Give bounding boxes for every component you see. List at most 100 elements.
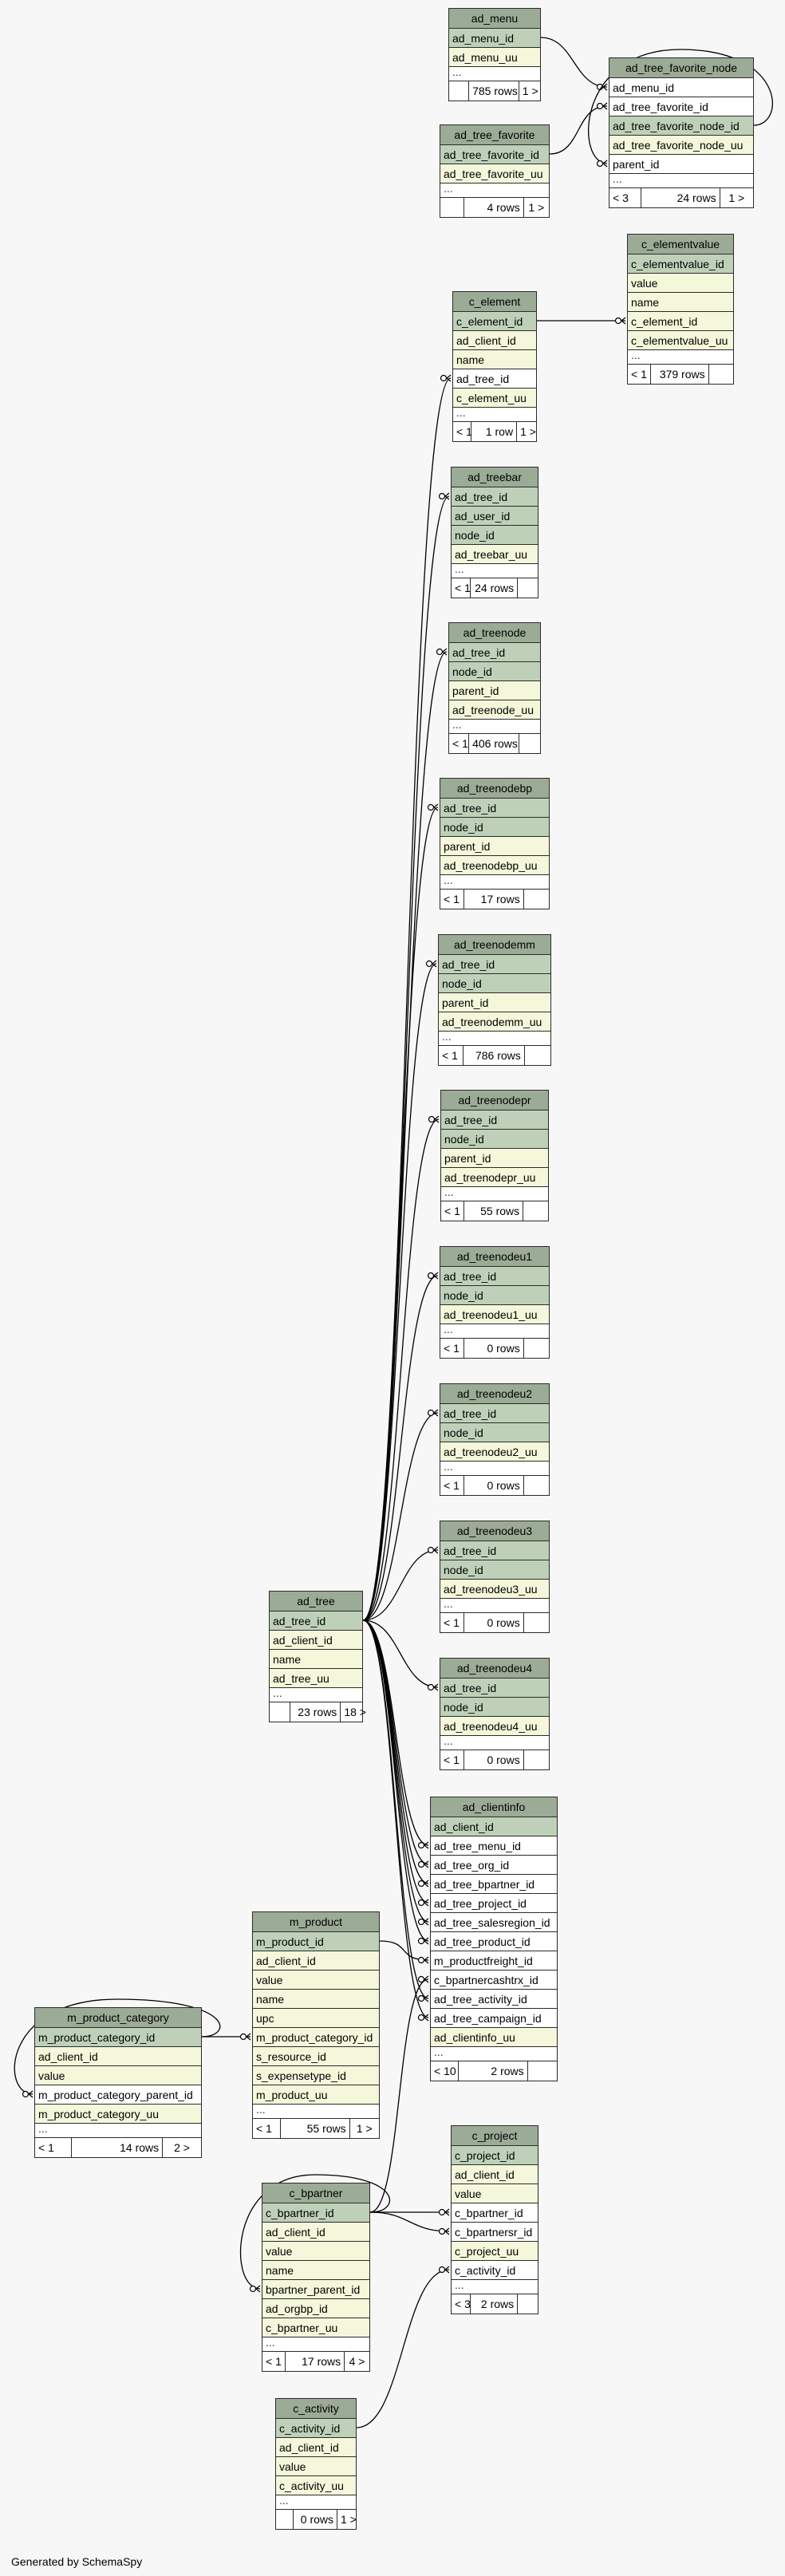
table-header[interactable]: ad_tree_favorite_node [609,58,753,78]
column-row[interactable]: value [253,1970,379,1990]
column-row[interactable]: ad_orgbp_id [262,2299,369,2318]
column-row[interactable]: ad_treenodebp_uu [440,856,549,875]
column-row[interactable]: node_id [440,1286,549,1305]
column-row[interactable]: name [253,1990,379,2009]
column-row[interactable]: ad_tree_favorite_id [609,97,753,116]
table-header[interactable]: ad_clientinfo [431,1797,557,1817]
column-row[interactable]: c_activity_id [452,2261,538,2280]
column-row[interactable]: m_product_uu [253,2085,379,2105]
column-row[interactable]: node_id [439,974,550,993]
table-header[interactable]: ad_treenodebp [440,779,549,799]
parent-count-link[interactable]: < 1 [439,1046,464,1065]
table-header[interactable]: c_elementvalue [628,235,733,254]
column-row[interactable]: ad_tree_id [449,643,540,662]
child-count-link[interactable]: 1 > [522,85,538,97]
column-row[interactable]: name [262,2261,369,2280]
column-row[interactable]: ad_tree_favorite_id [440,145,549,164]
column-row[interactable]: ad_treenodeu1_uu [440,1305,549,1324]
column-row[interactable]: ad_treenodepr_uu [441,1168,548,1187]
column-row[interactable]: m_product_id [253,1932,379,1951]
column-row[interactable]: ad_tree_id [439,955,550,974]
column-row[interactable]: ad_client_id [453,331,536,350]
column-row[interactable]: c_elementvalue_id [628,254,733,274]
column-row[interactable]: ad_tree_id [440,1267,549,1286]
column-row[interactable]: ad_treenode_uu [449,700,540,720]
column-row[interactable]: name [270,1650,362,1669]
column-row[interactable]: c_bpartner_uu [262,2318,369,2337]
child-count-link[interactable]: 1 > [728,191,745,204]
child-count-link[interactable]: 18 > [344,1706,366,1718]
child-count-link[interactable] [528,2061,557,2081]
column-row[interactable]: ad_tree_activity_id [431,1990,557,2009]
column-row[interactable]: ad_treenodeu3_uu [440,1580,549,1599]
table-header[interactable]: c_activity [276,2399,356,2419]
column-row[interactable]: ad_tree_menu_id [431,1836,557,1856]
table-header[interactable]: c_project [452,2126,538,2146]
column-row[interactable]: c_bpartnersr_id [452,2223,538,2242]
column-row[interactable]: name [628,293,733,312]
parent-count-link[interactable] [276,2510,294,2529]
column-row[interactable]: ad_client_id [452,2165,538,2184]
column-row[interactable]: ad_user_id [452,507,538,526]
table-header[interactable]: c_element [453,292,536,312]
column-row[interactable]: ad_menu_id [449,29,540,48]
column-row[interactable]: value [452,2184,538,2203]
child-count-link[interactable] [709,365,733,384]
table-header[interactable]: ad_treenodepr [441,1091,548,1110]
column-row[interactable]: node_id [440,1560,549,1580]
child-count-link[interactable] [524,890,549,909]
parent-count-link[interactable]: < 10 [431,2061,459,2081]
column-row[interactable]: c_bpartnercashtrx_id [431,1970,557,1990]
table-header[interactable]: ad_treenodeu2 [440,1384,549,1404]
parent-count-link[interactable]: < 3 [452,2294,471,2314]
parent-count-link[interactable]: < 1 [440,1339,464,1358]
column-row[interactable]: s_expensetype_id [253,2066,379,2085]
column-row[interactable]: m_product_category_uu [35,2105,201,2124]
column-row[interactable]: m_productfreight_id [431,1951,557,1970]
child-count-link[interactable] [524,1613,549,1632]
column-row[interactable]: c_element_uu [453,389,536,408]
child-count-link[interactable]: 4 > [349,2355,365,2368]
table-header[interactable]: ad_tree_favorite [440,125,549,145]
column-row[interactable]: ad_client_id [35,2047,201,2066]
column-row[interactable]: ad_tree_product_id [431,1932,557,1951]
column-row[interactable]: bpartner_parent_id [262,2280,369,2299]
column-row[interactable]: ad_tree_id [440,799,549,818]
child-count-link[interactable] [523,1201,548,1221]
column-row[interactable]: m_product_category_id [253,2028,379,2047]
column-row[interactable]: ad_tree_id [441,1110,548,1130]
column-row[interactable]: ad_menu_uu [449,48,540,67]
column-row[interactable]: ad_treenodemm_uu [439,1012,550,1032]
parent-count-link[interactable]: < 1 [440,1750,464,1769]
column-row[interactable]: m_product_category_id [35,2028,201,2047]
column-row[interactable]: node_id [452,526,538,545]
table-header[interactable]: ad_tree [270,1592,362,1611]
column-row[interactable]: node_id [440,818,549,837]
column-row[interactable]: s_resource_id [253,2047,379,2066]
column-row[interactable]: ad_client_id [253,1951,379,1970]
column-row[interactable]: c_bpartner_id [452,2203,538,2223]
column-row[interactable]: parent_id [440,837,549,856]
column-row[interactable]: ad_tree_id [440,1404,549,1423]
parent-count-link[interactable]: < 1 [253,2119,281,2138]
column-row[interactable]: node_id [440,1423,549,1442]
child-count-link[interactable] [524,1750,549,1769]
column-row[interactable]: ad_treenodeu2_uu [440,1442,549,1462]
column-row[interactable]: ad_client_id [431,1817,557,1836]
